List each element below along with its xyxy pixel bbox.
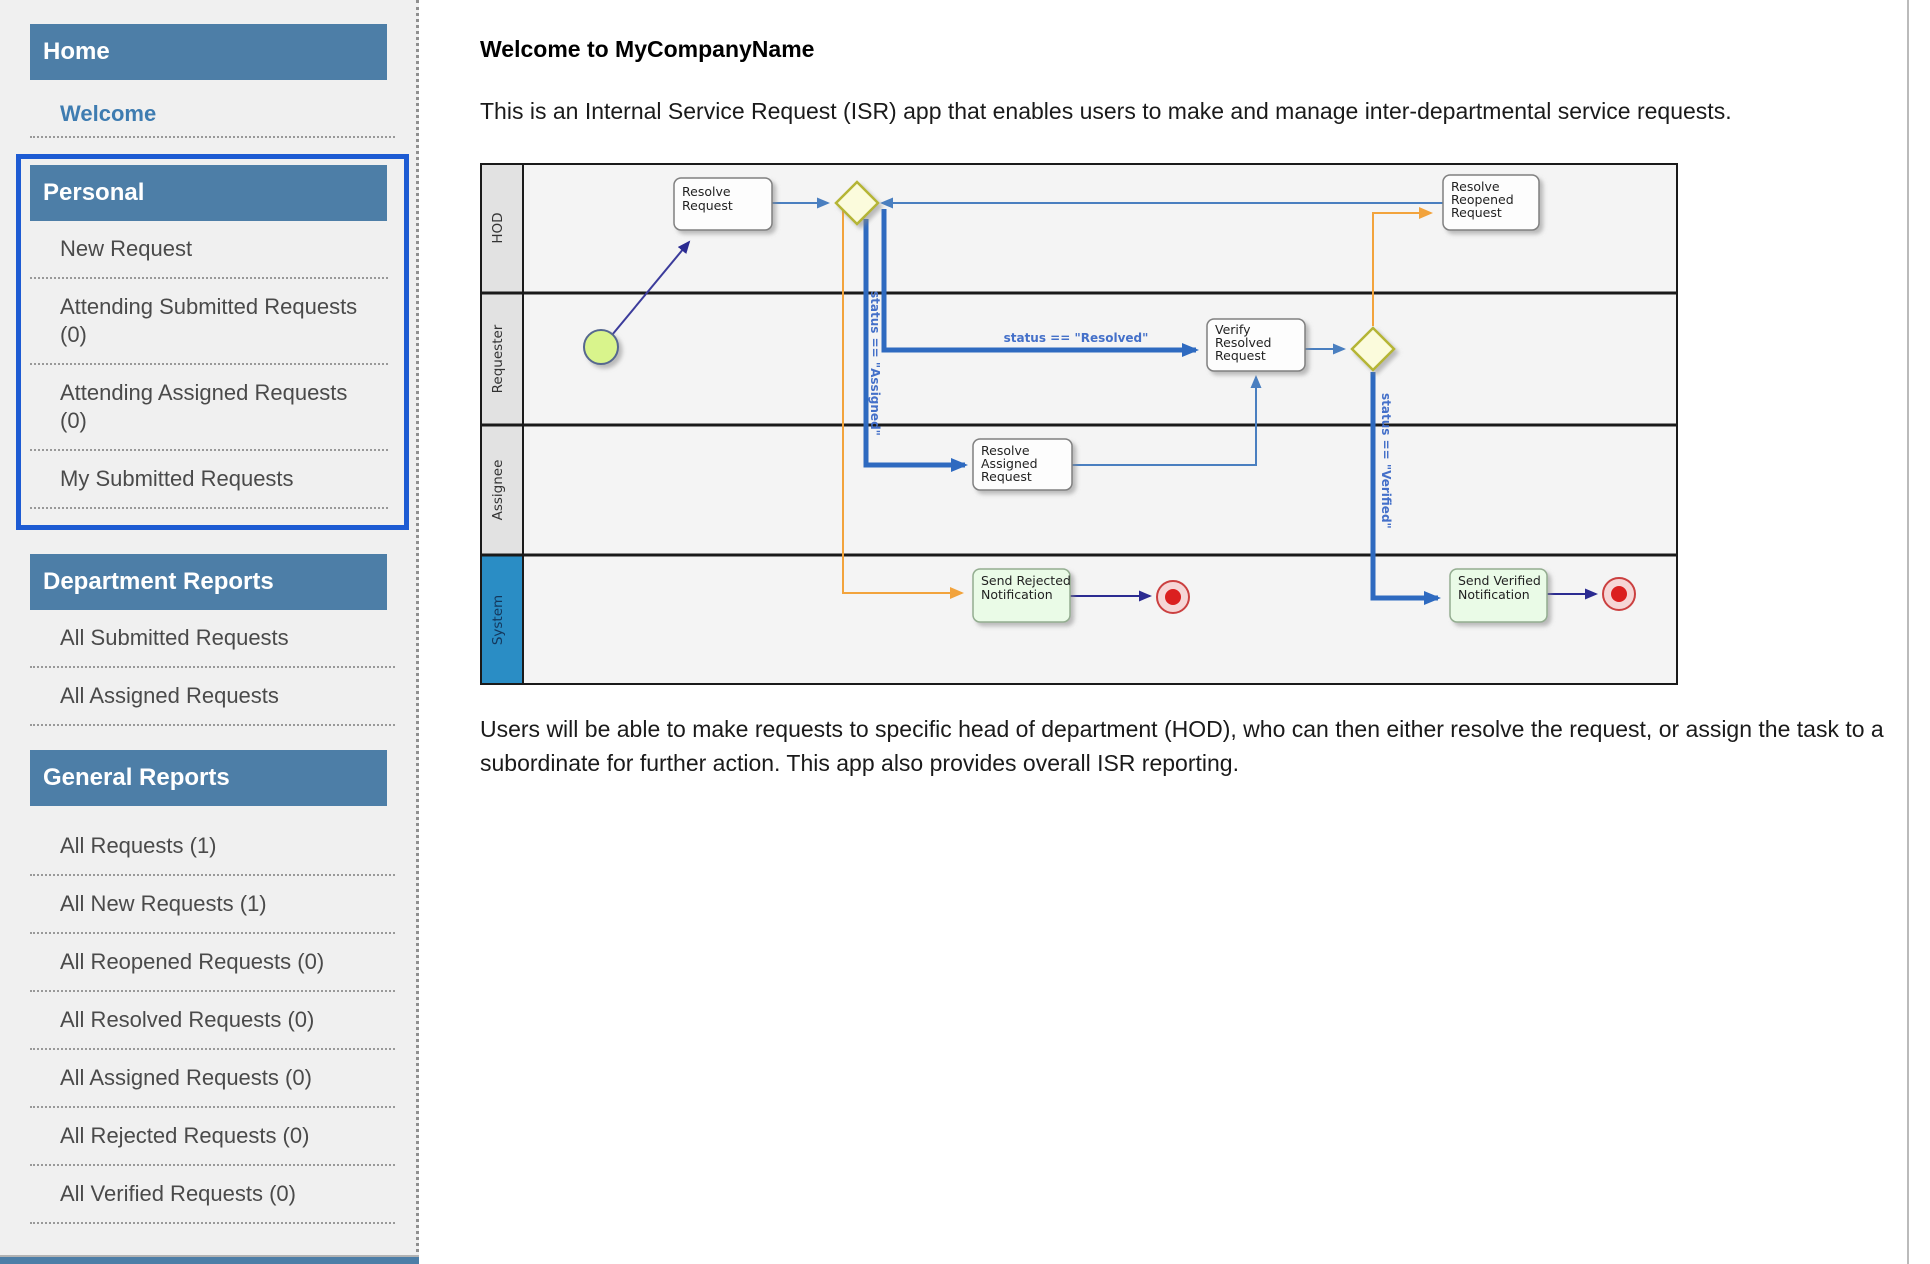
gateway-1 xyxy=(834,180,880,226)
gateway-2 xyxy=(1350,326,1396,372)
lane-label-hod: HOD xyxy=(490,212,506,243)
flow-assigned-to-verify xyxy=(1072,375,1262,466)
svg-text:Resolve: Resolve xyxy=(682,184,731,199)
sidebar-list-general: All Requests (1)All New Requests (1)All … xyxy=(0,806,416,1224)
task-verify-resolved-request: Verify Resolved Request xyxy=(1206,318,1306,372)
lane-label-cell-hod xyxy=(481,164,523,293)
task-send-rejected-notification: Send Rejected Notification xyxy=(972,568,1071,623)
svg-text:Request: Request xyxy=(1451,205,1502,220)
lane-label-system: System xyxy=(490,595,506,645)
svg-text:Verify: Verify xyxy=(1215,322,1251,337)
sidebar-header-home: Home xyxy=(30,24,387,80)
description-paragraph: Users will be able to make requests to s… xyxy=(480,716,1884,776)
sidebar-header-personal: Personal xyxy=(30,165,387,221)
flow-start-to-resolve-request xyxy=(611,240,691,336)
flow-status-verified xyxy=(1370,372,1441,605)
sidebar-partial-section-header xyxy=(0,1255,419,1264)
sidebar-item[interactable]: My Submitted Requests xyxy=(30,451,388,509)
sidebar-header-general-reports: General Reports xyxy=(30,750,387,806)
svg-text:Request: Request xyxy=(682,198,733,213)
sidebar-item[interactable]: All Assigned Requests xyxy=(30,668,395,726)
svg-text:Request: Request xyxy=(981,469,1032,484)
sidebar-item-welcome[interactable]: Welcome xyxy=(30,80,395,138)
lane-label-requester: Requester xyxy=(490,324,506,393)
sidebar-item[interactable]: New Request xyxy=(30,221,388,279)
task-resolve-request: Resolve Request xyxy=(673,177,773,231)
sidebar-item[interactable]: All Requests (1) xyxy=(30,818,395,876)
sidebar-item[interactable]: All Reopened Requests (0) xyxy=(30,934,395,992)
condition-status-assigned: status == "Assigned" xyxy=(868,291,882,436)
sidebar-item[interactable]: All Resolved Requests (0) xyxy=(30,992,395,1050)
svg-text:Request: Request xyxy=(1215,348,1266,363)
lane-label-cell-assignee xyxy=(481,425,523,555)
svg-text:Resolved: Resolved xyxy=(1215,335,1271,350)
svg-text:Resolve: Resolve xyxy=(981,443,1030,458)
page-right-edge xyxy=(1907,0,1909,1264)
flow-reopened-orange xyxy=(1372,207,1433,326)
svg-text:Notification: Notification xyxy=(981,587,1053,602)
intro-paragraph: This is an Internal Service Request (ISR… xyxy=(480,98,1732,124)
task-resolve-reopened-request: Resolve Reopened Request xyxy=(1442,174,1540,231)
end-event-verified xyxy=(1602,577,1636,611)
end-event-rejected xyxy=(1156,580,1190,614)
svg-text:Send Verified: Send Verified xyxy=(1458,573,1541,588)
sidebar-section-home: Home Welcome xyxy=(0,24,416,138)
condition-status-resolved: status == "Resolved" xyxy=(1004,331,1149,345)
sidebar-section-department-reports: Department Reports All Submitted Request… xyxy=(0,554,416,726)
sidebar-item[interactable]: All New Requests (1) xyxy=(30,876,395,934)
sidebar-item[interactable]: Attending Submitted Requests (0) xyxy=(30,279,388,365)
sidebar-item[interactable]: All Submitted Requests xyxy=(30,610,395,668)
sidebar-header-department-reports: Department Reports xyxy=(30,554,387,610)
flow-status-resolved xyxy=(881,209,1199,357)
flow-status-assigned xyxy=(863,219,968,472)
start-event xyxy=(583,329,619,365)
svg-text:Reopened: Reopened xyxy=(1451,192,1514,207)
lane-label-cell-requester xyxy=(481,293,523,425)
lane-label-cell-system xyxy=(481,555,523,684)
workflow-diagram: HOD Requester Assignee System status == … xyxy=(480,163,1678,685)
sidebar-item[interactable]: All Rejected Requests (0) xyxy=(30,1108,395,1166)
diagram-border xyxy=(480,163,1678,685)
bpmn-swimlane-diagram: HOD Requester Assignee System status == … xyxy=(480,163,1678,685)
sidebar-section-general-reports: General Reports All Requests (1)All New … xyxy=(0,750,416,1224)
svg-text:Assigned: Assigned xyxy=(981,456,1038,471)
sidebar-item[interactable]: All Verified Requests (0) xyxy=(30,1166,395,1224)
condition-status-verified: status == "Verified" xyxy=(1379,393,1393,529)
svg-text:Resolve: Resolve xyxy=(1451,179,1500,194)
flow-rejected-orange xyxy=(842,211,964,599)
svg-text:Send Rejected: Send Rejected xyxy=(981,573,1071,588)
sidebar-item[interactable]: All Assigned Requests (0) xyxy=(30,1050,395,1108)
lane-label-assignee: Assignee xyxy=(490,460,506,521)
task-resolve-assigned-request: Resolve Assigned Request xyxy=(972,438,1073,491)
svg-text:Notification: Notification xyxy=(1458,587,1530,602)
sidebar-item[interactable]: Attending Assigned Requests (0) xyxy=(30,365,388,451)
task-send-verified-notification: Send Verified Notification xyxy=(1449,568,1548,623)
page-title: Welcome to MyCompanyName xyxy=(480,36,815,62)
